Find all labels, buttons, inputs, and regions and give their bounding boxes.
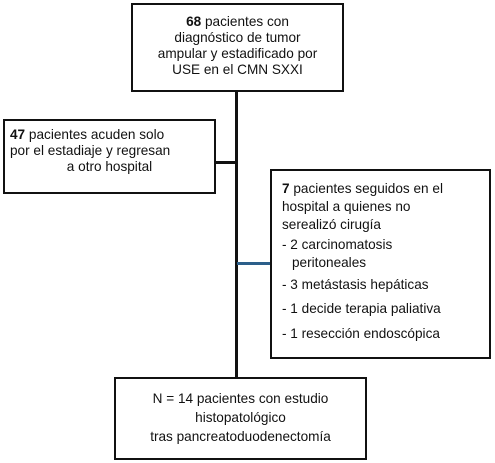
initial-patients-line-3: ampular y estadificado por [157, 46, 318, 61]
final-patients-box: N = 14 pacientes con estudio histopatoló… [114, 377, 367, 460]
no-surgery-item: - 3 metástasis hepáticas [282, 277, 429, 292]
no-surgery-item: - 1 resección endoscópica [282, 326, 440, 341]
initial-patients-line-1: 68 pacientes con [186, 14, 289, 29]
no-surgery-line-2: hospital a quienes no [282, 199, 411, 214]
no-surgery-line-3: serealizó cirugía [282, 217, 381, 232]
final-patients-line-3: tras pancreatoduodenectomía [150, 429, 331, 444]
initial-patients-line-2: diagnóstico de tumor [174, 30, 301, 45]
staging-only-line-1: 47 pacientes acuden solo [10, 127, 165, 142]
right-branch-connector [237, 262, 271, 265]
no-surgery-box: 7 pacientes seguidos en el hospital a qu… [270, 169, 491, 359]
no-surgery-line-1: 7 pacientes seguidos en el [282, 181, 443, 196]
final-patients-line-1: N = 14 pacientes con estudio [152, 391, 329, 406]
staging-only-line-2: por el estadiaje y regresan [10, 143, 171, 158]
no-surgery-item: - 2 carcinomatosis [282, 237, 393, 252]
initial-patients-count: 68 [186, 14, 202, 29]
no-surgery-item: - 1 decide terapia paliativa [282, 301, 441, 316]
initial-patients-box: 68 pacientes con diagnóstico de tumor am… [131, 3, 344, 92]
final-patients-line-2: histopatológico [195, 410, 286, 425]
no-surgery-count: 7 [282, 181, 290, 196]
staging-only-box: 47 pacientes acuden solo por el estadiaj… [3, 119, 216, 194]
staging-only-line-3: a otro hospital [66, 159, 153, 174]
staging-only-count: 47 [10, 127, 26, 142]
left-branch-connector [214, 161, 237, 164]
no-surgery-item: peritoneales [292, 255, 367, 270]
main-vertical-connector [235, 91, 238, 378]
initial-patients-line-4: USE en el CMN SXXI [172, 62, 303, 77]
